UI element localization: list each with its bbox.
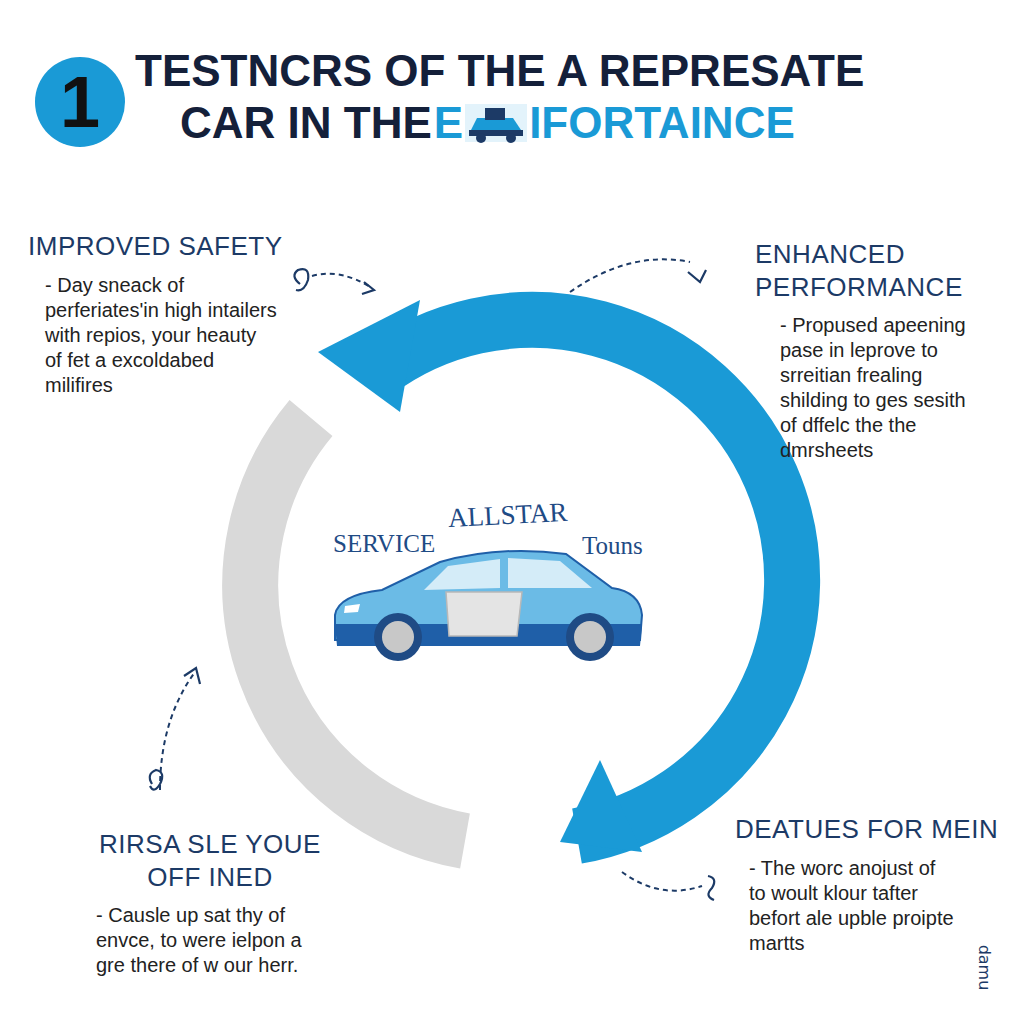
title: TESTNCRS OF THE A REPRESATE xyxy=(135,46,864,96)
text-section: DEATUES FOR MEIN - The worc anojust of to… xyxy=(735,813,1017,956)
text-section: ENHANCED PERFORMANCE - Propused apeening … xyxy=(755,238,987,463)
section-heading: ENHANCED PERFORMANCE xyxy=(755,238,987,303)
car-label: Touns xyxy=(582,532,643,560)
text-section: RIRSA SLE YOUE OFF INED - Causle up sat t… xyxy=(90,828,330,978)
title-accent: E xyxy=(434,98,463,148)
arrowhead xyxy=(318,300,420,412)
section-body: - Propused apeening pase in leprove to s… xyxy=(780,313,985,463)
title-line: CAR IN THEE IFORTAINCE xyxy=(180,98,795,148)
section-heading: RIRSA SLE YOUE OFF INED xyxy=(90,828,330,893)
callout-number: 1 xyxy=(60,66,100,138)
section-body: - Day sneack of perferiates'in high inta… xyxy=(45,273,277,398)
number-badge: 1 xyxy=(35,57,125,147)
section-heading: DEATUES FOR MEIN xyxy=(735,813,1017,846)
car-label: ALLSTAR xyxy=(447,497,568,534)
section-body: - Causle up sat thy of envce, to were ie… xyxy=(96,903,316,978)
text-section: IMPROVED SAFETY - Day sneack of perferiat… xyxy=(28,230,338,398)
section-body: - The worc anojust of to woult klour taf… xyxy=(749,856,954,956)
car-illustration xyxy=(335,551,642,661)
title-line: CAR IN THE xyxy=(180,98,432,148)
car-label: SERVICE xyxy=(333,530,435,558)
section-heading: IMPROVED SAFETY xyxy=(28,230,338,263)
dashed-arrows xyxy=(160,259,702,890)
watermark: damu xyxy=(975,945,994,991)
curl-marks xyxy=(150,269,715,900)
title-icon xyxy=(463,100,529,146)
arrowhead xyxy=(560,760,642,852)
title-accent: IFORTAINCE xyxy=(529,98,795,148)
